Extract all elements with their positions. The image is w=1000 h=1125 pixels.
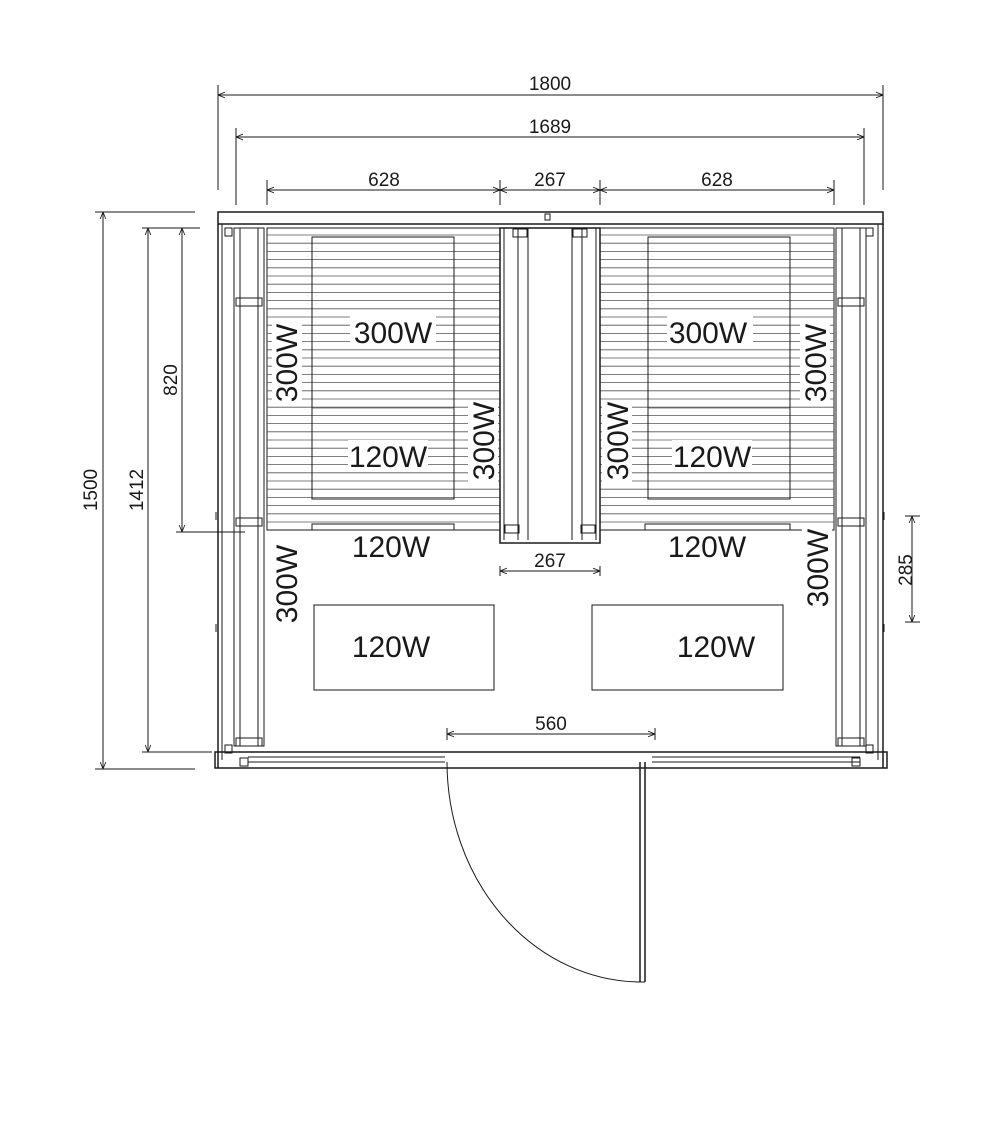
heater-labels: 300W 120W 300W 120W 120W 120W 300W 300W … xyxy=(270,316,835,664)
right-bench xyxy=(599,227,835,531)
right-bench-slats xyxy=(600,234,834,523)
dim-1689-label: 1689 xyxy=(529,117,571,138)
heater-side-upper-left: 300W xyxy=(271,323,304,402)
heater-floor-right: 120W xyxy=(677,631,756,664)
left-bench xyxy=(266,227,501,531)
heater-back-left-bottom: 120W xyxy=(349,441,428,474)
center-partition xyxy=(499,227,601,544)
dimension-overall-depth: 1500 xyxy=(81,211,195,770)
dim-628-left-label: 628 xyxy=(368,170,400,191)
floor-heater-right xyxy=(591,604,784,691)
dim-1412-label: 1412 xyxy=(127,469,148,511)
dimension-inner-width: 1689 xyxy=(235,117,865,205)
dim-285-label: 285 xyxy=(896,554,917,586)
heater-side-lower-left: 300W xyxy=(271,544,304,623)
heater-back-right-bottom: 120W xyxy=(673,441,752,474)
dim-560-label: 560 xyxy=(535,714,567,735)
dim-267-bottom-label: 267 xyxy=(534,551,566,572)
dimension-side-heater: 285 xyxy=(896,515,920,623)
dimension-door-width: 560 xyxy=(446,714,656,740)
dimension-inner-depth: 1412 xyxy=(127,227,212,753)
door xyxy=(446,761,646,983)
heater-side-lower-right: 300W xyxy=(802,528,835,607)
heater-back-right-top: 300W xyxy=(669,317,748,350)
dimension-center-gap: 267 xyxy=(499,551,601,576)
left-side-heater-panel xyxy=(233,227,265,747)
heater-side-upper-right: 300W xyxy=(800,323,833,402)
dim-267-top-label: 267 xyxy=(534,170,566,191)
heater-bench-front-left: 120W xyxy=(352,531,431,564)
heater-back-left-top: 300W xyxy=(354,317,433,350)
dimension-overall-width: 1800 xyxy=(217,74,884,190)
heater-center-left: 300W xyxy=(468,401,501,480)
heater-bench-front-right: 120W xyxy=(668,531,747,564)
heater-center-right: 300W xyxy=(602,401,635,480)
dim-1500-label: 1500 xyxy=(81,469,102,511)
dimension-bench-depth: 820 xyxy=(161,228,245,533)
floor-heater-left xyxy=(313,604,495,691)
right-side-heater-panel xyxy=(835,227,867,747)
dim-820-label: 820 xyxy=(161,364,182,396)
dimension-bench-widths: 628 267 628 xyxy=(266,170,835,205)
dim-628-right-label: 628 xyxy=(701,170,733,191)
heater-floor-left: 120W xyxy=(352,631,431,664)
dim-1800-label: 1800 xyxy=(529,74,571,95)
cabin-outline xyxy=(214,211,888,769)
left-bench-slats xyxy=(267,234,500,523)
